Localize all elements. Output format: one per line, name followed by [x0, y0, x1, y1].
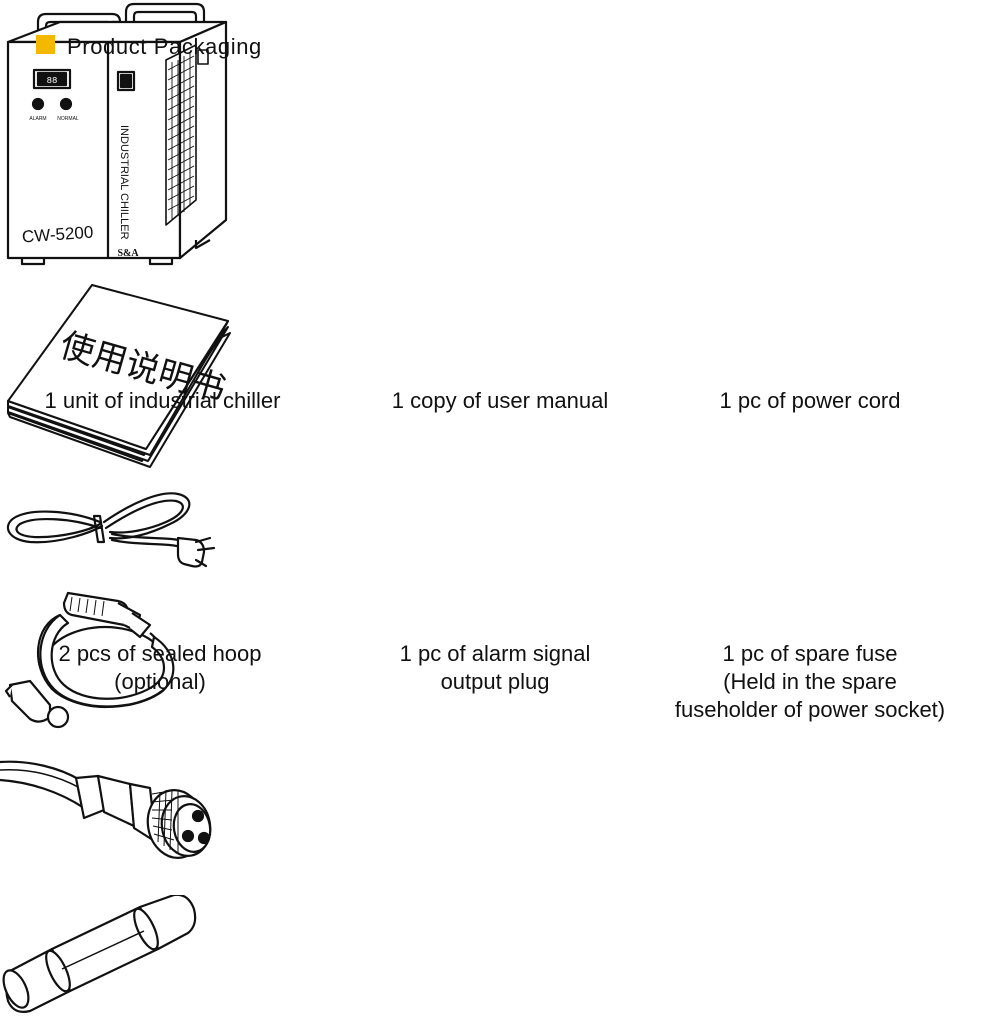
- chiller-normal-label: NORMAL: [57, 116, 79, 122]
- caption-power-cord: 1 pc of power cord: [719, 388, 901, 413]
- chiller-alarm-label: ALARM: [29, 116, 46, 122]
- section-title: Product Packaging: [67, 34, 262, 59]
- caption-hoop: 2 pcs of sealed hoop (optional): [58, 641, 262, 694]
- section-header: Product Packaging: [36, 32, 262, 62]
- chiller-display-text: 88: [47, 76, 58, 86]
- chiller-model-label: CW-5200: [21, 223, 94, 247]
- caption-chiller: 1 unit of industrial chiller: [44, 388, 281, 413]
- caption-manual: 1 copy of user manual: [391, 388, 609, 413]
- alarm-signal-plug-icon: [0, 760, 212, 859]
- item-fuse: 1 pc of spare fuse (Held in the spare fu…: [0, 641, 1000, 1020]
- user-manual-icon: 使用说明书: [7, 284, 231, 468]
- item-chiller: 88 ALARM NORMAL INDUSTRIAL CHILLER CW-52…: [0, 0, 1000, 413]
- item-alarm-plug: 1 pc of alarm signal output plug: [0, 641, 1000, 895]
- sealed-hoop-icon: [4, 591, 175, 729]
- spare-fuse-icon: [2, 893, 197, 1013]
- power-cord-icon: [6, 492, 216, 568]
- chiller-side-text: INDUSTRIAL CHILLER: [118, 125, 130, 240]
- industrial-chiller-icon: 88 ALARM NORMAL INDUSTRIAL CHILLER CW-52…: [6, 2, 228, 266]
- caption-fuse: 1 pc of spare fuse (Held in the spare fu…: [674, 641, 946, 722]
- item-hoop: 2 pcs of sealed hoop (optional): [0, 585, 1000, 750]
- caption-alarm-plug: 1 pc of alarm signal output plug: [399, 641, 591, 694]
- section-marker-icon: [36, 34, 55, 54]
- item-manual: 使用说明书 1 copy of user manual: [0, 275, 1000, 480]
- item-power-cord: 1 pc of power cord: [0, 388, 1000, 585]
- chiller-brand-label: S&A: [117, 248, 139, 259]
